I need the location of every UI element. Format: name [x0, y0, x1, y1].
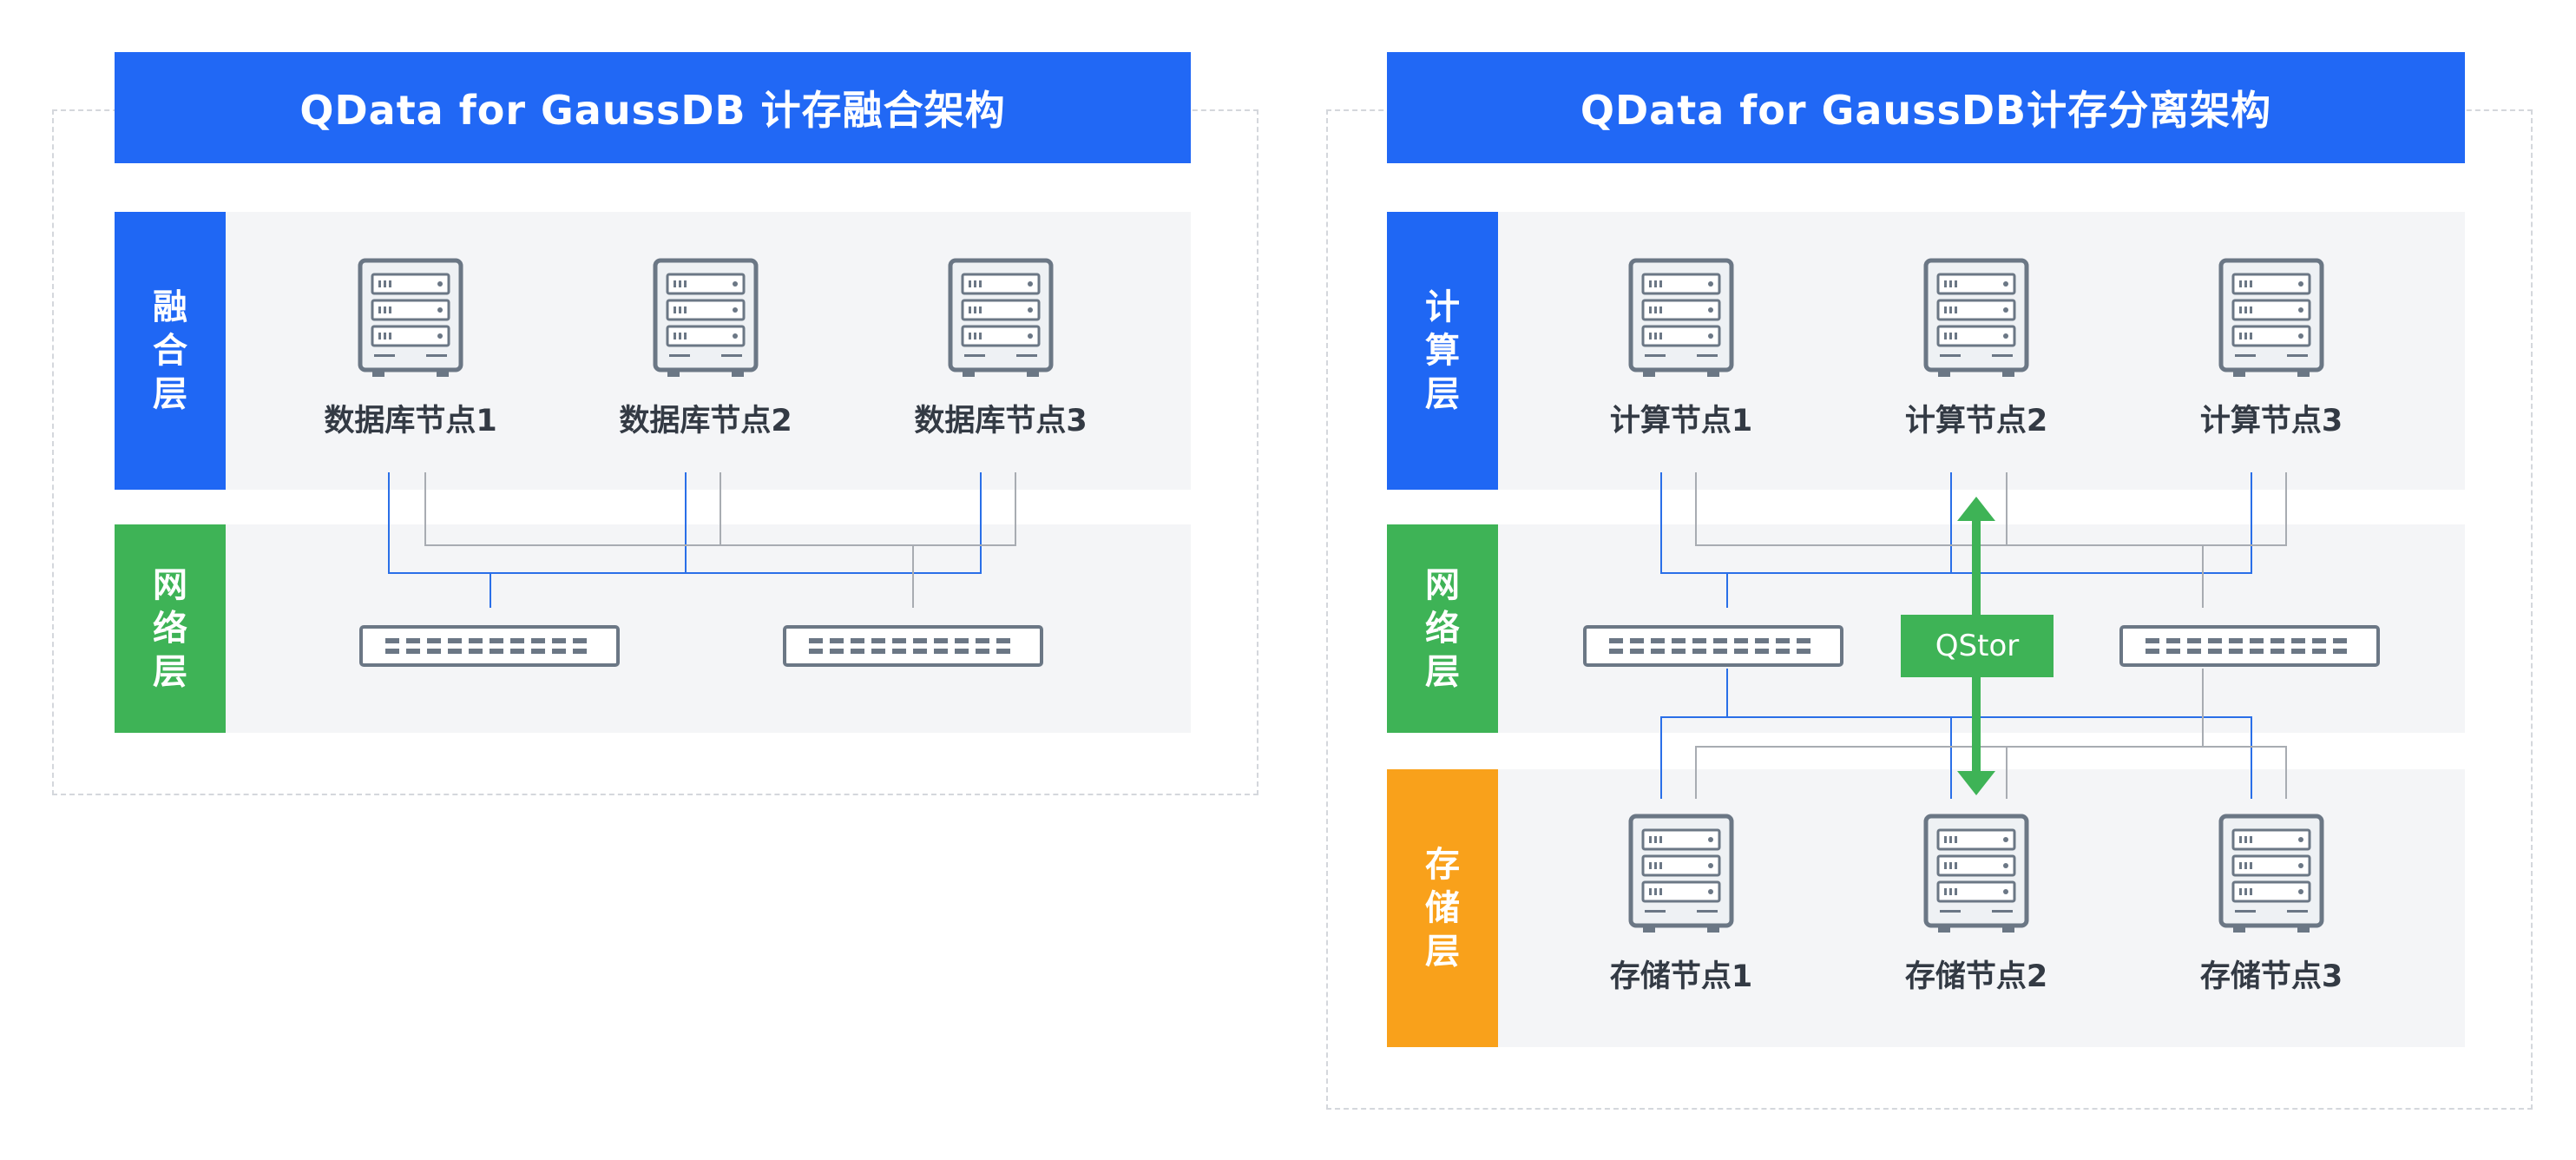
switch-icon [359, 625, 620, 667]
switch-icon [1583, 625, 1843, 667]
server-icon [1628, 814, 1734, 933]
node-label: 计算节点3 [2199, 404, 2343, 438]
server-icon [2218, 258, 2324, 377]
switch-icon [2119, 625, 2380, 667]
left-fusion-layer-label: 融合层 [115, 212, 226, 490]
server-icon [2218, 814, 2324, 933]
qstor-label: QStor [1901, 615, 2054, 677]
left-node-1: 数据库节点1 [311, 257, 510, 440]
left-diagram-title: QData for GaussDB 计存融合架构 [115, 52, 1191, 163]
node-label: 数据库节点2 [619, 404, 792, 438]
left-node-2: 数据库节点2 [606, 257, 805, 440]
node-label: 计算节点2 [1904, 404, 2048, 438]
left-node-3: 数据库节点3 [901, 257, 1101, 440]
server-icon [358, 258, 463, 377]
server-icon [1923, 814, 2029, 933]
server-icon [1923, 258, 2029, 377]
node-label: 存储节点2 [1904, 959, 2048, 994]
node-label: 计算节点1 [1609, 404, 1753, 438]
left-network-layer-label: 网络层 [115, 524, 226, 733]
node-label: 数据库节点3 [914, 404, 1088, 438]
right-compute-node-2: 计算节点2 [1876, 257, 2076, 440]
right-diagram-title: QData for GaussDB计存分离架构 [1387, 52, 2465, 163]
right-network-layer-label: 网络层 [1387, 524, 1498, 733]
node-label: 数据库节点1 [324, 404, 497, 438]
node-label: 存储节点3 [2199, 959, 2343, 994]
server-icon [653, 258, 759, 377]
right-compute-layer-label: 计算层 [1387, 212, 1498, 490]
node-label: 存储节点1 [1609, 959, 1753, 994]
server-icon [948, 258, 1054, 377]
right-compute-node-3: 计算节点3 [2172, 257, 2371, 440]
right-storage-node-3: 存储节点3 [2172, 813, 2371, 996]
right-storage-node-1: 存储节点1 [1581, 813, 1781, 996]
right-compute-node-1: 计算节点1 [1581, 257, 1781, 440]
right-storage-layer-label: 存储层 [1387, 769, 1498, 1047]
switch-icon [783, 625, 1043, 667]
right-storage-node-2: 存储节点2 [1876, 813, 2076, 996]
server-icon [1628, 258, 1734, 377]
